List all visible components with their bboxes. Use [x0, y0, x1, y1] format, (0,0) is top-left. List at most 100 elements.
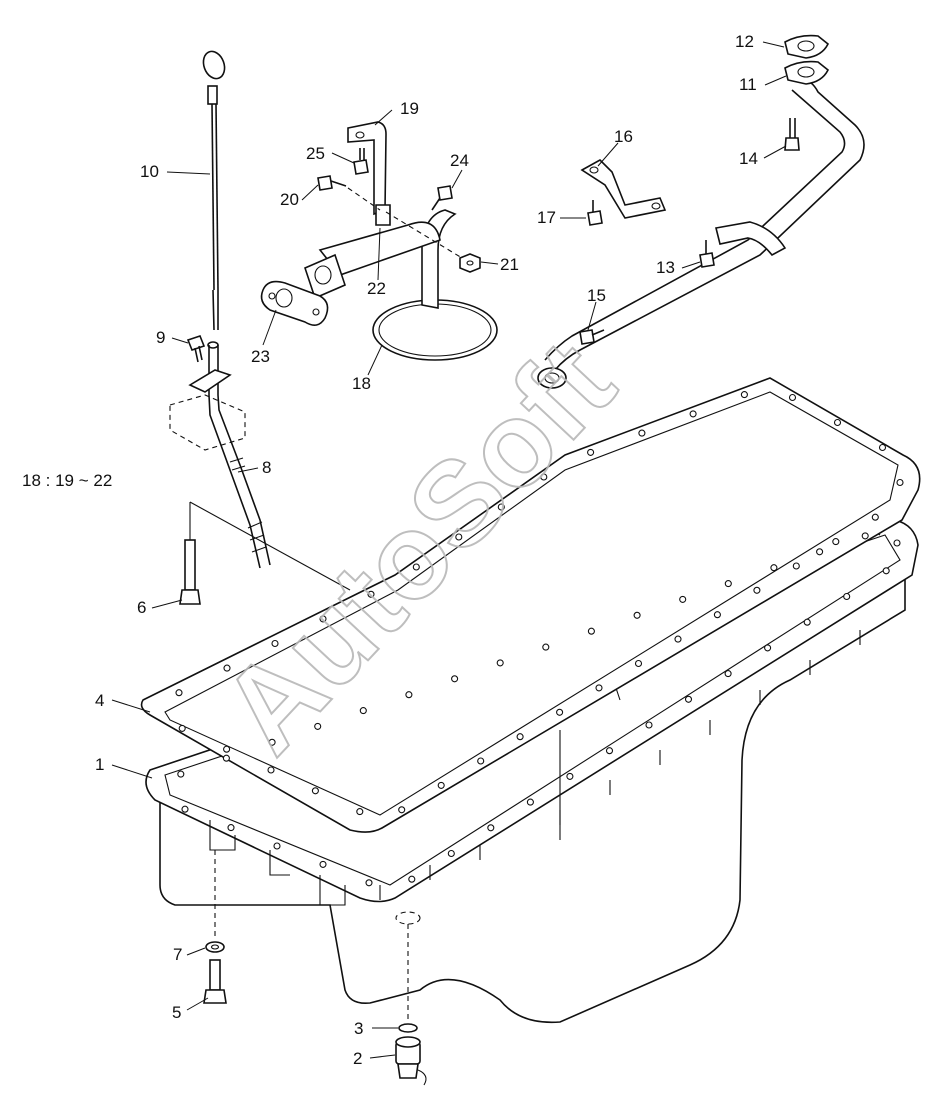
bolt-hole [356, 808, 364, 816]
bolt-hole [412, 563, 420, 571]
callout-18: 18 [352, 374, 371, 393]
bolt-hole [861, 532, 869, 540]
bolt-hole [222, 754, 230, 762]
bolt-part-6 [179, 501, 351, 605]
callout-13: 13 [656, 258, 675, 277]
flange-part-11 [784, 60, 830, 85]
bolt-hole [487, 824, 495, 832]
bolt-hole [177, 770, 185, 778]
bolt-hole [788, 393, 797, 402]
bolt-hole [405, 691, 413, 699]
callout-10: 10 [140, 162, 159, 181]
callout-17: 17 [537, 208, 556, 227]
o-ring-part-3 [398, 1023, 418, 1033]
bolt-hole [645, 721, 653, 729]
washer-part-7 [205, 941, 225, 953]
bolt-hole [175, 689, 183, 697]
callout-22: 22 [367, 279, 386, 298]
bolt-hole [740, 391, 748, 399]
callout-3: 3 [354, 1019, 363, 1038]
bolt-hole [792, 562, 800, 570]
bolt-hole [526, 798, 534, 806]
bolt-hole [724, 670, 732, 678]
bolt-hole [753, 586, 761, 594]
callout-12: 12 [735, 32, 754, 51]
bolt-hole [882, 567, 890, 575]
bolt-hole [878, 443, 887, 452]
bracket-part-16 [580, 159, 667, 219]
bolt-hole [496, 659, 504, 667]
drain-plug-part-2 [395, 1036, 427, 1086]
bolt-part-20 [317, 175, 347, 191]
callout-16: 16 [614, 127, 633, 146]
nut-part-21 [459, 253, 481, 273]
bolt-hole [437, 781, 445, 789]
dipstick-tube-part-8 [169, 341, 271, 569]
bolt-hole [816, 548, 824, 556]
gasket-part-23 [260, 280, 329, 326]
bolt-part-14 [784, 118, 800, 151]
bolt-hole [367, 590, 375, 598]
leader-lines [111, 41, 787, 1059]
bolt-hole [871, 513, 879, 521]
bolt-hole [832, 538, 840, 546]
bolt-hole [893, 539, 901, 547]
bolt-hole [268, 738, 276, 746]
bracket-part-19 [347, 121, 391, 226]
assembly-note: 18 : 19 ~ 22 [22, 471, 112, 490]
bolt-hole [638, 429, 646, 437]
callout-1: 1 [95, 755, 104, 774]
bolt-hole [451, 675, 459, 683]
callout-23: 23 [251, 347, 270, 366]
bolt-hole [311, 787, 319, 795]
bolt-holes [175, 391, 904, 887]
callout-9: 9 [156, 328, 165, 347]
bolt-hole [359, 707, 367, 715]
bolt-hole [516, 733, 524, 741]
bolt-hole [223, 664, 231, 672]
bolt-hole [843, 592, 851, 601]
bolt-hole [542, 643, 550, 651]
bolt-hole [398, 806, 406, 814]
bolt-hole [556, 708, 564, 716]
bolt-hole [314, 722, 322, 730]
bolt-part-24 [431, 185, 453, 211]
callout-5: 5 [172, 1003, 181, 1022]
bolt-hole [540, 473, 548, 481]
callout-4: 4 [95, 691, 104, 710]
callouts: 1 2 3 4 5 6 7 8 9 10 11 12 13 14 15 16 1… [95, 32, 758, 1068]
bolt-hole [566, 772, 574, 780]
bolt-hole [634, 659, 643, 668]
callout-24: 24 [450, 151, 469, 170]
oil-strainer-part-18 [304, 209, 498, 361]
callout-2: 2 [353, 1049, 362, 1068]
bolt-hole [713, 611, 721, 619]
callout-20: 20 [280, 190, 299, 209]
bolt-hole [319, 615, 327, 623]
bolt-hole [178, 724, 186, 732]
bolt-hole [271, 639, 279, 648]
bolt-hole [587, 448, 595, 456]
bolt-hole [497, 503, 505, 511]
bolt-hole [633, 611, 641, 619]
bolt-hole [833, 418, 842, 427]
bolt-hole [689, 410, 697, 418]
callout-25: 25 [306, 144, 325, 163]
bolt-hole [455, 533, 463, 541]
bolt-hole [803, 618, 811, 626]
bolt-hole [408, 875, 416, 883]
callout-21: 21 [500, 255, 519, 274]
bolt-part-17 [587, 200, 603, 226]
bolt-part-25 [353, 148, 369, 175]
bolt-part-5 [203, 850, 227, 1004]
bolt-hole [770, 564, 778, 572]
bolt-hole [587, 627, 595, 635]
dipstick-part-10 [202, 50, 226, 331]
callout-19: 19 [400, 99, 419, 118]
bolt-hole [595, 684, 603, 692]
callout-7: 7 [173, 945, 182, 964]
bolt-hole [477, 757, 485, 765]
callout-8: 8 [262, 458, 271, 477]
